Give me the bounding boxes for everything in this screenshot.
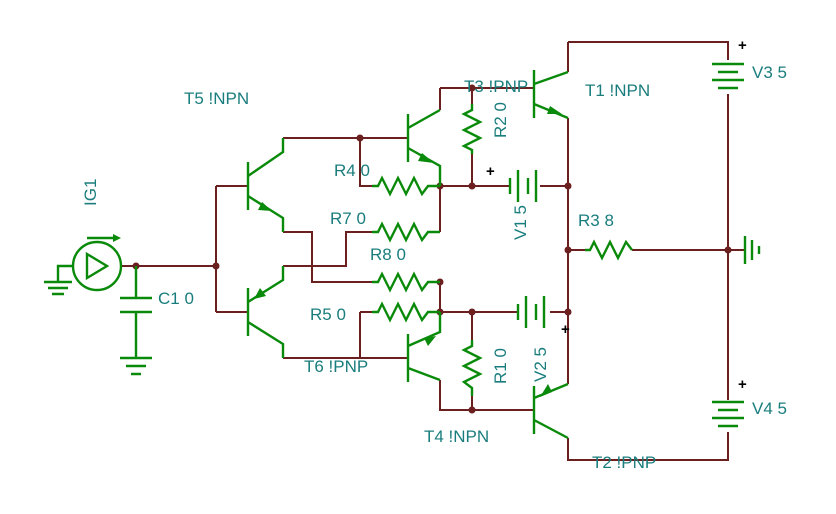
- resistor-r8: [372, 221, 440, 243]
- label-t6: T6 !PNP: [304, 357, 368, 376]
- v2-plus-mark: +: [561, 321, 570, 338]
- label-v2: V2 5: [531, 347, 550, 382]
- resistor-r5: [372, 301, 440, 323]
- battery-v4: [712, 400, 744, 428]
- capacitor-c1: [120, 266, 152, 376]
- label-r7: R7 0: [330, 209, 366, 228]
- label-r4: R4 0: [334, 161, 370, 180]
- current-source-ig1: [44, 234, 123, 296]
- v1-plus-mark: +: [486, 163, 495, 180]
- junction-nodes: [132, 84, 732, 414]
- transistor-t2: [532, 382, 569, 440]
- battery-v2: [516, 296, 546, 328]
- resistor-r4: [372, 175, 440, 197]
- component-labels: IG1 C1 0 T5 !NPN T6 !PNP T3 !PNP T1 !NPN…: [81, 63, 787, 472]
- polarity-marks: + + + +: [486, 37, 747, 393]
- label-r1: R1 0: [491, 348, 510, 384]
- resistor-r7: [372, 271, 440, 293]
- v3-plus-mark: +: [738, 37, 747, 54]
- label-v4: V4 5: [752, 399, 787, 418]
- label-t5: T5 !NPN: [184, 89, 249, 108]
- label-ig1: IG1: [81, 179, 100, 206]
- label-v3: V3 5: [752, 63, 787, 82]
- transistor-t6: [246, 266, 285, 358]
- transistor-t4: [406, 312, 442, 382]
- transistor-t5: [246, 138, 285, 232]
- label-c1: C1 0: [158, 289, 194, 308]
- resistor-r3: [585, 239, 633, 261]
- label-t1: T1 !NPN: [585, 81, 650, 100]
- label-t2: T2 !PNP: [592, 453, 656, 472]
- transistor-t3: [406, 108, 442, 186]
- v4-plus-mark: +: [738, 376, 747, 393]
- ground-right: [743, 236, 761, 264]
- resistor-r2: [461, 104, 483, 154]
- transistor-t1: [532, 70, 569, 120]
- battery-v3: [712, 62, 744, 90]
- label-t4: T4 !NPN: [424, 427, 489, 446]
- label-t3: T3 !PNP: [464, 77, 528, 96]
- label-r5: R5 0: [310, 305, 346, 324]
- battery-v1: [508, 170, 538, 202]
- label-r3: R3 8: [578, 211, 614, 230]
- label-v1: V1 5: [511, 205, 530, 240]
- wires: [122, 41, 745, 461]
- label-r2: R2 0: [491, 102, 510, 138]
- label-r8: R8 0: [370, 245, 406, 264]
- resistor-r1: [461, 340, 483, 396]
